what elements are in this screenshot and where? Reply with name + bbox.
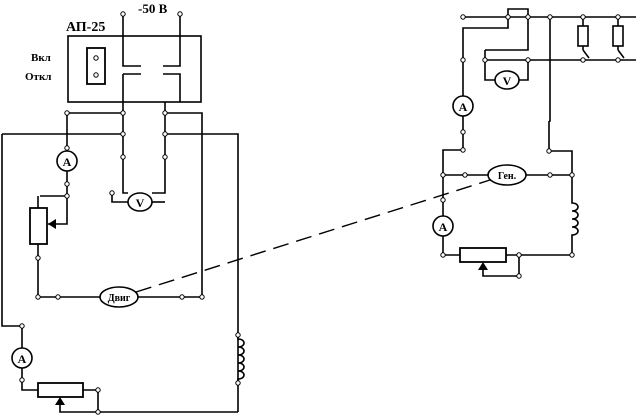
left-bus-wires — [2, 112, 239, 412]
rheostat-field-right — [459, 247, 507, 263]
voltmeter-right-lead-r — [519, 60, 529, 81]
rheostat-field-left-arrow — [55, 397, 65, 405]
left-junction-nodes — [19, 110, 241, 415]
breaker-contacts — [122, 38, 181, 102]
motor — [99, 286, 139, 308]
rheostat-field-right-arrow — [478, 262, 488, 270]
switch-off-label: Откл — [25, 71, 51, 83]
toggle-contact-bottom — [93, 72, 99, 78]
toggle-contact-top — [93, 55, 99, 61]
supply-voltage-label: -50 В — [138, 1, 168, 16]
voltmeter-right-lead-l — [484, 60, 495, 81]
rheostat-left-wiper-arrow — [48, 219, 56, 229]
wire-right-return — [548, 121, 573, 175]
switch-on-label: Вкл — [31, 52, 51, 64]
voltmeter-left-label: V — [136, 196, 145, 210]
right-top-bus — [462, 8, 636, 122]
voltmeter-left-lead — [111, 193, 128, 203]
voltmeter-right-label: V — [503, 74, 512, 88]
mechanical-coupling-shaft — [135, 179, 491, 293]
right-junction-nodes — [440, 14, 621, 279]
ammeter-right-armature-label: A — [459, 100, 468, 114]
supply-terminal-plus — [177, 11, 183, 17]
field-wire-bottom — [83, 389, 238, 413]
rheostat-left — [29, 207, 48, 245]
motor-label: Двиг — [108, 293, 131, 304]
ammeter-right-field-label: A — [439, 220, 448, 234]
load-branch-2 — [612, 17, 625, 60]
ammeter-left-armature-label: A — [63, 155, 72, 169]
wire-ammeter-right-down — [442, 116, 464, 175]
load-branch-1 — [577, 17, 590, 60]
rheostat-field-left-wiper-wire — [59, 403, 98, 413]
gen-field-wire-down — [442, 236, 460, 256]
field-wire-left — [1, 134, 23, 348]
field-winding-left — [237, 335, 245, 383]
breaker-title: АП-25 — [66, 20, 105, 35]
supply-terminal-minus — [120, 11, 126, 17]
field-winding-right — [571, 175, 579, 255]
field-wire-ammeter-down — [21, 368, 38, 391]
generator-label: Ген. — [498, 171, 517, 182]
breaker-toggle-switch[interactable] — [86, 47, 106, 85]
breaker-ap25 — [67, 35, 202, 103]
rheostat-left-wiper-wire — [40, 195, 68, 225]
ammeter-left-field-label: A — [18, 352, 27, 366]
rheostat-field-left — [37, 382, 84, 398]
generator — [487, 164, 527, 186]
